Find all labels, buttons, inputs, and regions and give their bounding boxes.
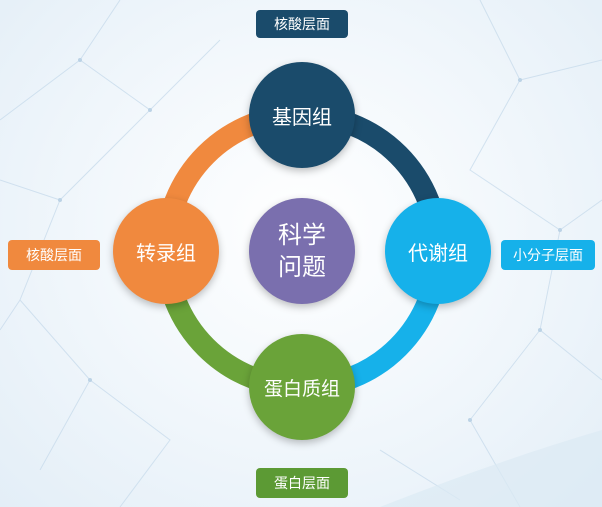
center-line-1: 科学 bbox=[278, 221, 326, 249]
node-science-question: 科学 问题 bbox=[249, 198, 355, 304]
center-line-2: 问题 bbox=[278, 253, 326, 281]
tag-top-label: 核酸层面 bbox=[274, 17, 330, 33]
tag-bottom-label: 蛋白层面 bbox=[274, 476, 330, 492]
node-proteome: 蛋白质组 bbox=[249, 334, 355, 440]
tag-left-label: 核酸层面 bbox=[26, 248, 82, 264]
tag-bottom: 蛋白层面 bbox=[256, 468, 348, 498]
node-transcriptome-label: 转录组 bbox=[136, 240, 196, 265]
node-metabolome: 代谢组 bbox=[385, 198, 491, 304]
node-proteome-label: 蛋白质组 bbox=[263, 377, 340, 400]
node-transcriptome: 转录组 bbox=[113, 198, 219, 304]
tag-right: 小分子层面 bbox=[501, 240, 595, 270]
node-genome-label: 基因组 bbox=[272, 104, 332, 129]
tag-left: 核酸层面 bbox=[8, 240, 100, 270]
tag-right-label: 小分子层面 bbox=[513, 248, 583, 264]
node-genome: 基因组 bbox=[249, 62, 355, 168]
node-metabolome-label: 代谢组 bbox=[408, 240, 468, 265]
tag-top: 核酸层面 bbox=[256, 10, 348, 38]
